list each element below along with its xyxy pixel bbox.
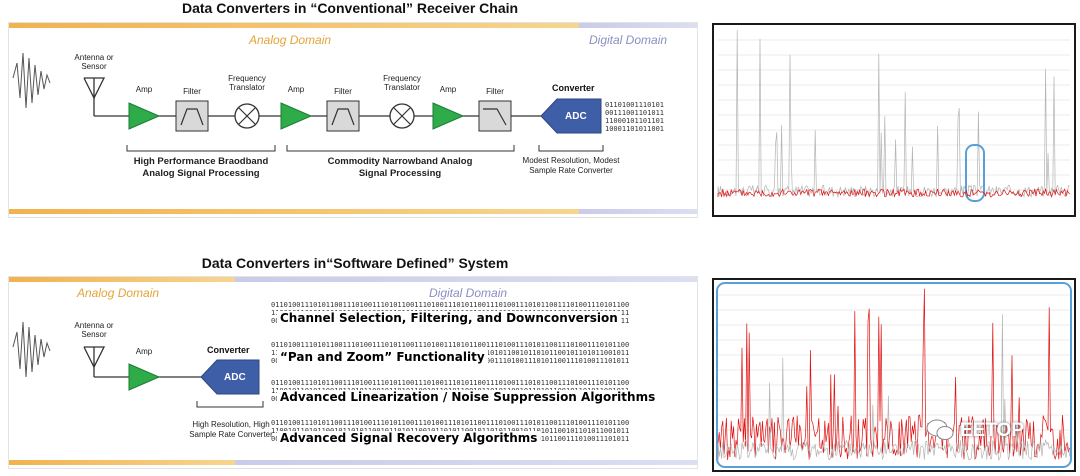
top-antenna-label: Antenna or Sensor [74, 53, 114, 71]
top-analog-bar-bottom [9, 209, 579, 214]
bottom-analog-bar [9, 277, 235, 282]
top-analog-domain-label: Analog Domain [249, 33, 332, 47]
bottom-feature-4: Advanced Signal Recovery Algorithms [277, 431, 541, 445]
bottom-antenna-icon [83, 346, 106, 377]
bottom-spectrum-plot: EETOP [712, 278, 1076, 472]
top-digital-domain-label: Digital Domain [589, 33, 668, 47]
bottom-spectrum-trace-gray [717, 314, 1070, 462]
bottom-analog-bar-bottom [9, 460, 235, 465]
top-analog-bar [9, 23, 579, 28]
top-mixer2-label: Frequency Translator [383, 74, 421, 92]
top-filter1-icon [175, 100, 209, 132]
bottom-analog-domain-label: Analog Domain [77, 286, 160, 300]
top-caption-broadband: High Performance Braodband Analog Signal… [133, 156, 269, 179]
top-amp1-icon [128, 102, 161, 130]
top-amp2-label: Amp [287, 85, 305, 94]
top-bracket-broadband [126, 145, 276, 152]
bottom-chain-diagram [12, 321, 264, 408]
bottom-amp-icon [128, 363, 161, 391]
top-filter2-label: Filter [334, 87, 352, 96]
top-chain-diagram [12, 52, 604, 152]
top-mixer1-icon [234, 103, 260, 129]
top-highlight-box [965, 144, 985, 202]
top-chain-panel: Analog Domain Digital Domain [8, 22, 698, 218]
top-bitstream: 01101001110101 00111001101011 1100010110… [605, 101, 665, 133]
bottom-digital-domain-label: Digital Domain [429, 286, 508, 300]
bottom-title: Data Converters in“Software Defined” Sys… [201, 255, 509, 271]
top-filter2-icon [326, 100, 360, 132]
bottom-amp-label: Amp [135, 347, 153, 356]
top-highlight-trace [717, 187, 1070, 199]
top-adc-label: ADC [565, 111, 587, 122]
bottom-adc-icon [200, 359, 260, 395]
top-spectrum-svg [717, 30, 1070, 202]
bottom-highlight-frame [716, 282, 1072, 468]
top-amp3-icon [432, 102, 465, 130]
top-bracket-converter [538, 145, 604, 152]
bottom-spectrum-svg [716, 282, 1072, 468]
bottom-feature-2: “Pan and Zoom” Functionality [277, 350, 488, 364]
watermark: EETOP [960, 420, 1025, 441]
bottom-digital-bar [235, 277, 697, 282]
bottom-bracket-converter [196, 401, 264, 408]
bottom-feature-3: Advanced Linearization / Noise Suppressi… [277, 390, 659, 404]
bottom-antenna-label: Antenna or Sensor [74, 321, 114, 339]
top-mixer2-icon [389, 103, 415, 129]
top-spectrum-trace [717, 30, 1070, 199]
bottom-feature-1: Channel Selection, Filtering, and Downco… [277, 311, 621, 325]
top-input-waveform [12, 52, 51, 109]
bottom-adc-label: ADC [224, 372, 246, 383]
bottom-digital-bar-bottom [235, 460, 697, 465]
top-spectrum-grid [718, 39, 1070, 191]
top-amp3-label: Amp [439, 85, 457, 94]
top-digital-bar-bottom [579, 209, 697, 214]
top-converter-label: Converter [552, 83, 595, 93]
top-antenna-icon [83, 77, 106, 116]
top-mixer1-label: Frequency Translator [228, 74, 266, 92]
bottom-converter-label: Converter [207, 345, 250, 355]
top-digital-bar [579, 23, 697, 28]
top-filter1-label: Filter [183, 87, 201, 96]
top-filter3-icon [478, 100, 512, 132]
top-adc-icon [540, 98, 602, 134]
bottom-spectrum-trace [717, 288, 1070, 461]
bottom-input-waveform [12, 321, 51, 378]
top-amp1-label: Amp [135, 85, 153, 94]
top-amp2-icon [280, 102, 313, 130]
top-caption-narrowband: Commodity Narrowband Analog Signal Proce… [327, 156, 473, 179]
top-filter3-label: Filter [486, 87, 504, 96]
top-caption-converter: Modest Resolution, Modest Sample Rate Co… [522, 156, 620, 175]
wechat-icon [926, 418, 954, 442]
bottom-caption-converter: High Resolution, High Sample Rate Conver… [189, 420, 273, 439]
top-spectrum-plot [712, 23, 1076, 217]
bottom-chain-panel: Analog Domain Digital Domain Antenna or … [8, 276, 698, 469]
top-bracket-narrowband [286, 145, 515, 152]
top-title: Data Converters in “Conventional” Receiv… [181, 0, 519, 16]
